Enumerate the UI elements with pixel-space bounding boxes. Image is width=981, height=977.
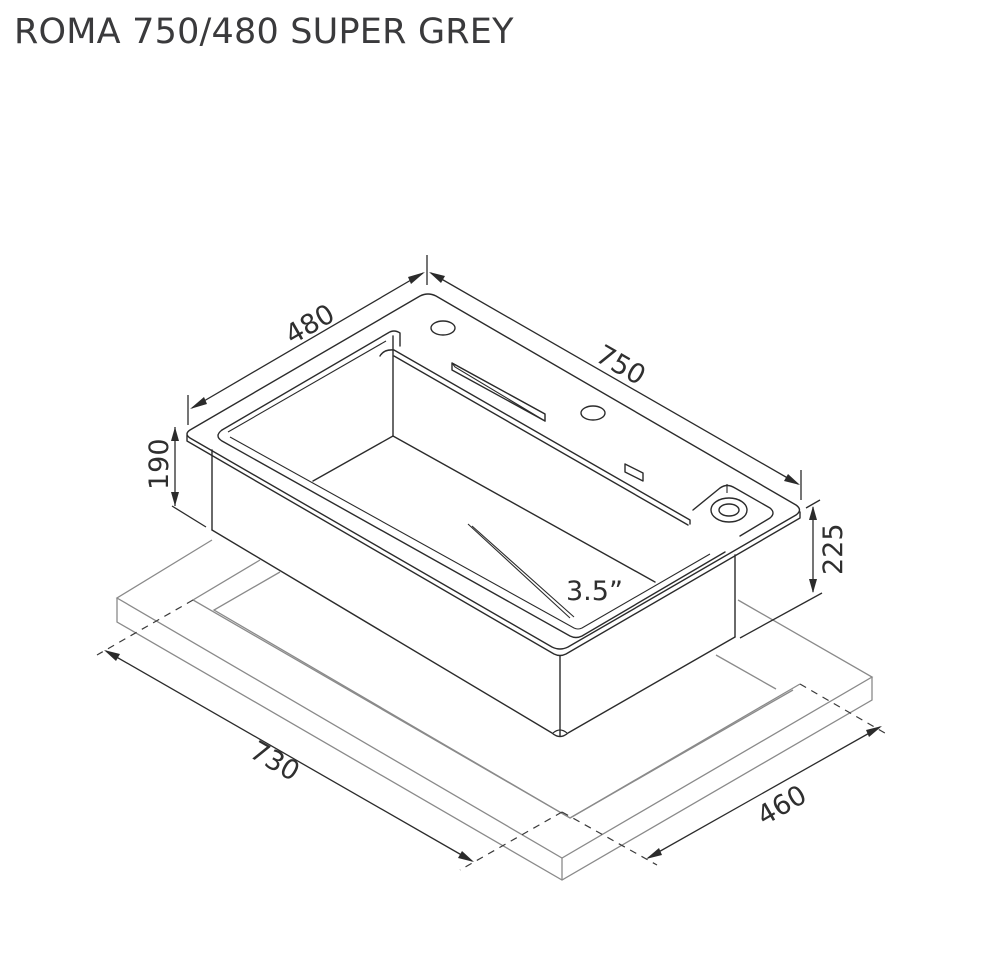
cutout-dashed-outline [96,599,891,871]
dimension-label-190: 190 [144,438,175,490]
sink-body [186,293,801,738]
dimension-label-730: 730 [245,735,305,788]
dimension-label-750: 750 [591,339,651,392]
product-title: ROMA 750/480 SUPER GREY [14,12,514,52]
countertop [115,539,874,881]
dimension-190: 190 [144,427,207,528]
dimension-label-radius: 3.5” [566,576,623,607]
dimension-730: 730 [104,650,474,862]
dimension-label-225: 225 [818,523,849,575]
dimension-225: 225 [739,499,849,639]
dimension-750: 750 [429,272,802,500]
dimension-480: 480 [187,255,428,425]
dimension-label-480: 480 [280,298,340,351]
dimension-460: 460 [646,726,882,859]
dimension-label-460: 460 [752,779,812,832]
